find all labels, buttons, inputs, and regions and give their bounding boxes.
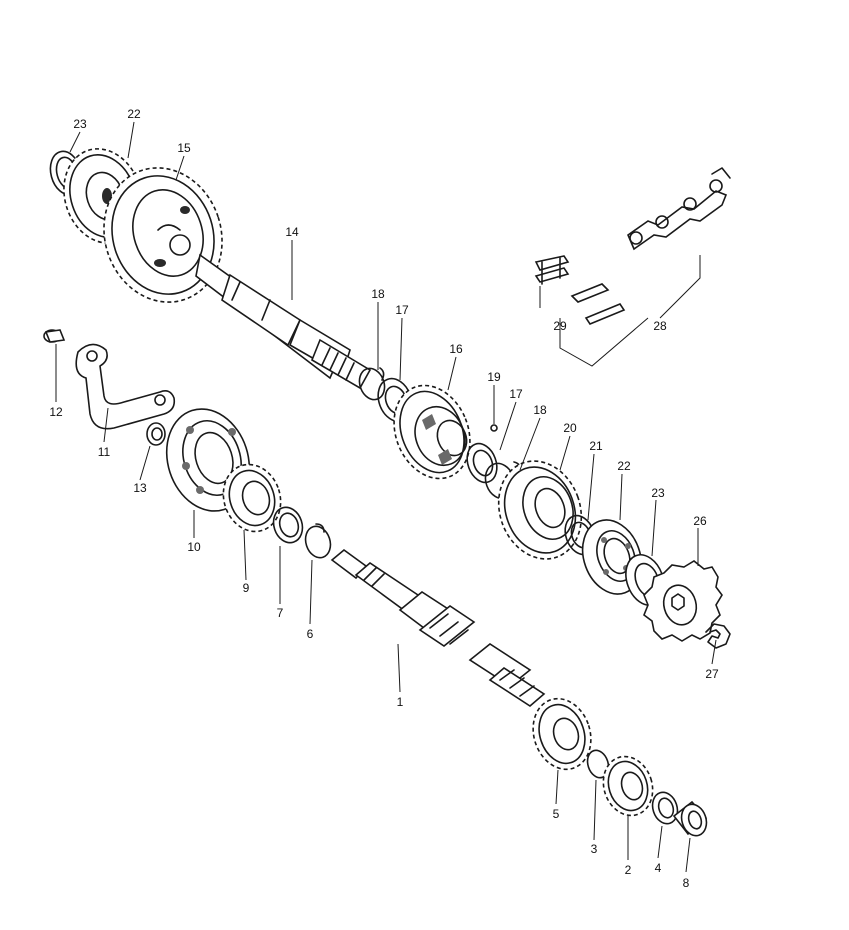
callout-21: 21: [589, 439, 603, 453]
callout-16: 16: [449, 342, 463, 356]
callout-10: 10: [187, 540, 201, 554]
part-18-circlip-upper: [358, 367, 386, 401]
part-4-washer: [651, 791, 679, 825]
part-3-circlip: [586, 749, 610, 779]
callout-17-lower: 17: [509, 387, 523, 401]
part-5-gear: [532, 697, 592, 771]
part-2-gear: [602, 755, 654, 817]
callout-2: 2: [625, 863, 632, 877]
callout-5: 5: [553, 807, 560, 821]
part-9-gear: [222, 463, 282, 533]
callout-27: 27: [705, 667, 719, 681]
callout-9: 9: [243, 581, 250, 595]
callout-labels: 23 22 15 14 18 17 16 19 17 18 20 21 22 2…: [49, 107, 719, 890]
callout-18-lower: 18: [533, 403, 547, 417]
part-19-ball: [490, 424, 498, 432]
part-8-bushing: [672, 800, 708, 837]
part-13-collar: [146, 422, 166, 446]
part-20-gear: [497, 460, 583, 560]
part-14-countershaft: [195, 253, 372, 390]
part-29-master-link: [534, 255, 626, 325]
callout-19: 19: [487, 370, 501, 384]
part-11-stopper: [75, 343, 176, 430]
callout-20: 20: [563, 421, 577, 435]
callout-24: 22: [127, 107, 141, 121]
part-17-washer-lower: [466, 442, 498, 484]
callout-3: 3: [591, 842, 598, 856]
callout-23: 23: [651, 486, 665, 500]
part-16-gear: [393, 384, 471, 480]
callout-1: 1: [397, 695, 404, 709]
callout-4: 4: [655, 861, 662, 875]
callout-28: 28: [653, 319, 667, 333]
callout-6: 6: [307, 627, 314, 641]
part-27-lockwasher: [705, 623, 731, 649]
part-6-circlip: [304, 523, 332, 559]
callout-12: 12: [49, 405, 63, 419]
callout-25: 23: [73, 117, 87, 131]
part-12-pin: [43, 329, 66, 343]
part-28-chain: [627, 167, 731, 251]
callout-14: 14: [285, 225, 299, 239]
callout-29: 29: [553, 319, 567, 333]
part-26-sprocket: [643, 560, 723, 642]
leader-lines: [55, 121, 717, 873]
callout-22: 22: [617, 459, 631, 473]
callout-13: 13: [133, 481, 147, 495]
callout-7: 7: [277, 606, 284, 620]
callout-11: 11: [98, 445, 111, 459]
callout-17-upper: 17: [395, 303, 409, 317]
callout-15: 15: [177, 141, 191, 155]
part-15-large-gear: [103, 167, 223, 303]
callout-18-upper: 18: [371, 287, 385, 301]
callout-26: 26: [693, 514, 707, 528]
part-7-washer: [272, 506, 304, 544]
part-1-main-shaft: [330, 548, 546, 707]
callout-8: 8: [683, 876, 690, 890]
